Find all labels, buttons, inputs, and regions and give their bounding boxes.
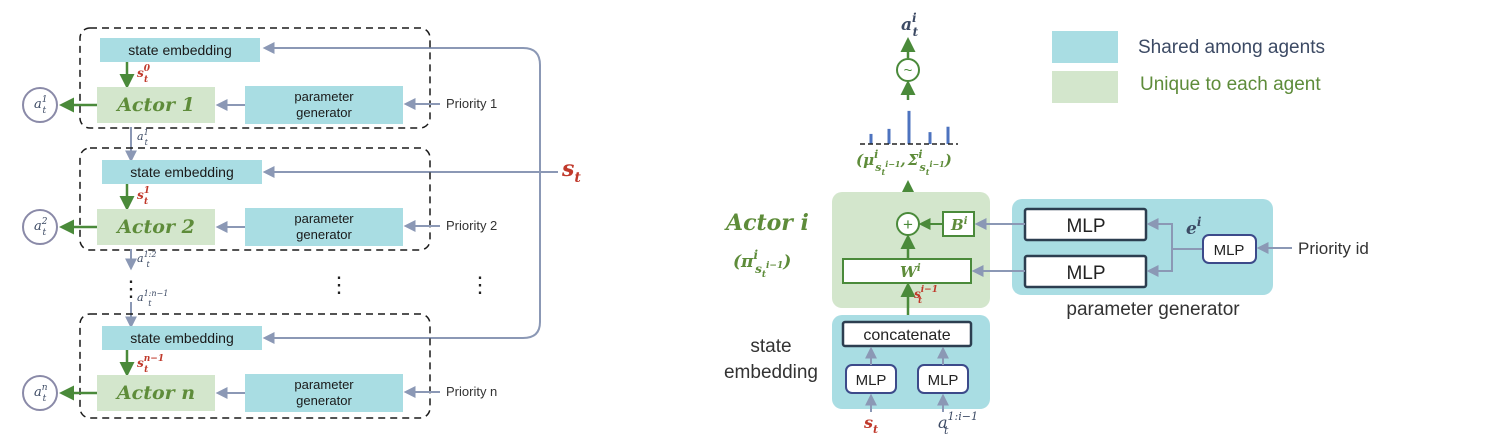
legend-swatch-shared <box>1052 31 1118 63</box>
st-feedback-loop <box>262 42 541 172</box>
priority-id-label: Priority id <box>1298 239 1369 258</box>
state-embedding-label-1: state embedding <box>128 42 232 58</box>
param-gen-box-2 <box>245 208 403 246</box>
legend: Shared among agents Unique to each agent <box>1052 31 1325 103</box>
module-1-dashed-border <box>79 27 431 129</box>
legend-swatch-unique <box>1052 71 1118 103</box>
output-node-n <box>22 375 58 411</box>
actor-box-1 <box>97 87 215 123</box>
priority-mlp-box <box>1202 234 1257 264</box>
state-embedding-box-1 <box>100 38 260 62</box>
output-node-2 <box>22 209 58 245</box>
legend-label-unique: Unique to each agent <box>1140 74 1321 95</box>
param-gen-box-1 <box>245 86 403 124</box>
add-symbol: + <box>903 215 913 234</box>
output-node-1 <box>22 87 58 123</box>
state-embedding-box-2 <box>102 160 262 184</box>
bias-mlp-label: MLP <box>1066 216 1105 237</box>
distribution-stems <box>869 110 950 144</box>
state-embedding-label-n: state embedding <box>130 330 234 346</box>
weight-mlp-label: MLP <box>1066 263 1105 284</box>
priority-label-2: Priority 2 <box>446 218 497 233</box>
state-embedding-label-2: state embedding <box>130 164 234 180</box>
weight-label: Wi <box>900 263 921 281</box>
actor-i-title: Actor i <box>724 210 809 236</box>
module-2-dashed-border <box>79 147 431 251</box>
param-gen-title: parameter generator <box>1066 299 1240 320</box>
actor-label-n: Actor n <box>115 382 195 404</box>
right-panel: Shared among agents Unique to each agent… <box>724 11 1369 437</box>
embedding-split-line <box>1146 218 1203 250</box>
st-feedback-loop-lower <box>262 172 541 344</box>
state-input-label: st <box>863 413 878 436</box>
actor-box-n <box>97 375 215 411</box>
ellipsis-right: ⋮ <box>469 272 491 297</box>
action-mlp-label: MLP <box>928 372 959 389</box>
actor-box-2 <box>97 209 215 245</box>
sampler-symbol: ~ <box>904 62 913 79</box>
module-n-dashed-border <box>79 313 431 419</box>
ellipsis-middle: ⋮ <box>328 272 350 297</box>
state-mlp-label: MLP <box>856 372 887 389</box>
priority-label-n: Priority n <box>446 384 497 399</box>
weight-box <box>842 258 972 284</box>
concatenate-box <box>841 320 973 348</box>
priority-mlp-label: MLP <box>1214 242 1245 259</box>
actor-label-2: Actor 2 <box>115 216 195 238</box>
priority-label-1: Priority 1 <box>446 96 497 111</box>
embedding-e-label: ei <box>1186 215 1202 239</box>
bias-label: Bi <box>950 216 968 234</box>
param-gen-box-n <box>245 374 403 412</box>
concatenate-label: concatenate <box>863 327 950 344</box>
st-big-label: st <box>561 156 581 186</box>
legend-label-shared: Shared among agents <box>1138 37 1325 58</box>
embedding-split-line-lower <box>1146 249 1173 277</box>
actor-label-1: Actor 1 <box>115 94 195 116</box>
state-embedding-box-n <box>102 326 262 350</box>
ellipsis-left: ⋮ <box>120 276 142 301</box>
actor-i-region <box>832 192 990 308</box>
